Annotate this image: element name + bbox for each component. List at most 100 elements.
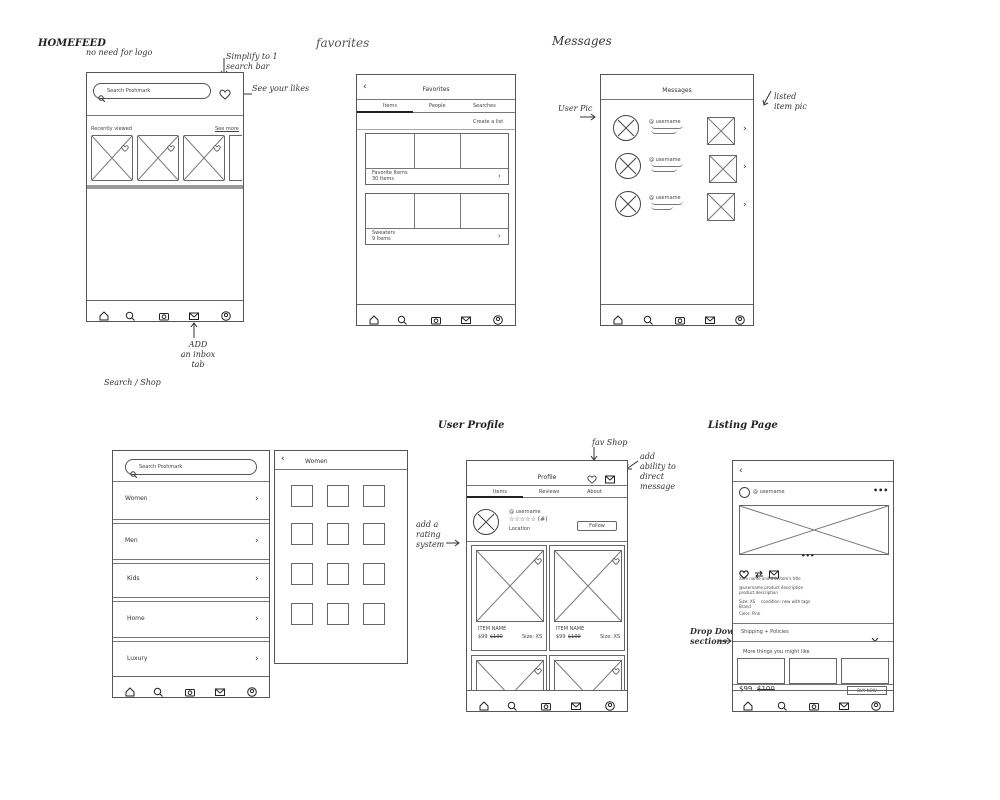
subcategory-tile[interactable] [291, 485, 313, 507]
profile-icon[interactable] [247, 682, 257, 697]
mail-icon[interactable] [571, 696, 581, 710]
profile-icon[interactable] [493, 310, 503, 325]
heart-icon[interactable] [167, 137, 175, 152]
category-kids[interactable]: Kids › [113, 563, 269, 599]
camera-icon[interactable] [675, 310, 685, 325]
search-bar[interactable]: Search Poshmark [93, 83, 211, 103]
subcategory-tile[interactable] [327, 563, 349, 585]
item-card[interactable] [471, 655, 547, 693]
tab-items[interactable]: Items [493, 489, 507, 495]
seller-avatar[interactable] [739, 487, 750, 498]
subcategory-tile[interactable] [327, 603, 349, 625]
heart-icon[interactable] [121, 137, 129, 152]
subcategory-tile[interactable] [363, 603, 385, 625]
profile-icon[interactable] [605, 696, 615, 711]
chevron-right-icon[interactable]: › [743, 162, 747, 172]
search-bar[interactable]: Search Poshmark [125, 459, 257, 479]
search-icon[interactable] [125, 306, 135, 321]
home-icon[interactable] [613, 310, 623, 325]
heart-icon[interactable] [213, 137, 221, 152]
favorite-list-card[interactable]: Favorite Items 30 Items › [365, 133, 509, 185]
shipping-dropdown[interactable]: Shipping + Policies [733, 624, 893, 643]
user-avatar[interactable] [615, 191, 641, 217]
camera-icon[interactable] [809, 696, 819, 711]
user-avatar[interactable] [615, 153, 641, 179]
item-thumbnail[interactable] [137, 135, 179, 181]
heart-icon[interactable] [587, 469, 597, 484]
profile-icon[interactable] [221, 306, 231, 321]
category-men[interactable]: Men › [113, 523, 269, 561]
home-icon[interactable] [99, 306, 109, 321]
search-icon[interactable] [777, 696, 787, 711]
search-icon[interactable] [507, 696, 517, 711]
category-home[interactable]: Home › [113, 601, 269, 639]
home-icon[interactable] [743, 696, 753, 711]
heart-icon[interactable] [612, 550, 620, 565]
category-luxury[interactable]: Luxury › [113, 641, 269, 675]
subcategory-tile[interactable] [363, 523, 385, 545]
search-icon[interactable] [153, 682, 163, 697]
tab-reviews[interactable]: Reviews [539, 489, 560, 495]
mail-icon[interactable] [215, 682, 225, 696]
create-list-link[interactable]: Create a list [473, 119, 504, 125]
tab-searches[interactable]: Searches [473, 103, 496, 109]
more-options-icon[interactable]: ••• [873, 486, 889, 495]
subcategory-tile[interactable] [291, 563, 313, 585]
mail-icon[interactable] [189, 306, 199, 320]
user-avatar[interactable] [613, 115, 639, 141]
heart-icon[interactable] [739, 564, 749, 579]
mail-icon[interactable] [705, 310, 715, 324]
mail-icon[interactable] [605, 469, 615, 484]
chevron-right-icon[interactable]: › [743, 124, 747, 134]
category-women[interactable]: Women › [113, 481, 269, 519]
profile-icon[interactable] [871, 696, 881, 711]
home-icon[interactable] [369, 310, 379, 325]
camera-icon[interactable] [541, 696, 551, 711]
back-icon[interactable]: ‹ [281, 454, 285, 464]
item-card[interactable] [549, 655, 625, 693]
share-icon[interactable] [754, 564, 764, 579]
see-more-link[interactable]: See more [215, 126, 239, 132]
tab-about[interactable]: About [587, 489, 602, 495]
search-input[interactable]: Search Poshmark [139, 464, 183, 470]
camera-icon[interactable] [431, 310, 441, 325]
tab-items[interactable]: Items [383, 103, 397, 109]
item-thumbnail[interactable] [91, 135, 133, 181]
subcategory-tile[interactable] [327, 485, 349, 507]
subcategory-tile[interactable] [291, 523, 313, 545]
mail-icon[interactable] [839, 696, 849, 710]
favorite-list-card[interactable]: Sweaters 9 Items › [365, 193, 509, 245]
listed-item-thumbnail[interactable] [707, 193, 735, 221]
camera-icon[interactable] [159, 306, 169, 321]
mail-icon[interactable] [769, 564, 779, 579]
recommended-item[interactable] [789, 658, 837, 684]
recommended-item[interactable] [737, 658, 785, 684]
subcategory-tile[interactable] [363, 563, 385, 585]
subcategory-tile[interactable] [363, 485, 385, 507]
home-icon[interactable] [125, 682, 135, 697]
carousel-dots-icon[interactable]: ••• [801, 552, 815, 560]
home-icon[interactable] [479, 696, 489, 711]
mail-icon[interactable] [461, 310, 471, 324]
heart-icon[interactable] [612, 660, 620, 675]
recommended-item[interactable] [841, 658, 889, 684]
search-input[interactable]: Search Poshmark [107, 88, 151, 94]
subcategory-tile[interactable] [327, 523, 349, 545]
search-icon[interactable] [397, 310, 407, 325]
star-rating[interactable]: ☆☆☆☆☆ (#) [509, 516, 548, 523]
chevron-right-icon[interactable]: › [743, 200, 747, 210]
tab-people[interactable]: People [429, 103, 446, 109]
item-card[interactable]: ITEM NAME $99 $100 Size: XS [549, 545, 625, 651]
profile-icon[interactable] [735, 310, 745, 325]
listed-item-thumbnail[interactable] [709, 155, 737, 183]
back-icon[interactable]: ‹ [363, 82, 367, 92]
camera-icon[interactable] [185, 682, 195, 697]
back-icon[interactable]: ‹ [739, 466, 743, 476]
heart-icon[interactable] [219, 85, 231, 100]
item-thumbnail[interactable] [183, 135, 225, 181]
heart-icon[interactable] [534, 550, 542, 565]
listed-item-thumbnail[interactable] [707, 117, 735, 145]
follow-button[interactable]: Follow [577, 521, 617, 531]
item-card[interactable]: ITEM NAME $99 $100 Size: XS [471, 545, 547, 651]
heart-icon[interactable] [534, 660, 542, 675]
